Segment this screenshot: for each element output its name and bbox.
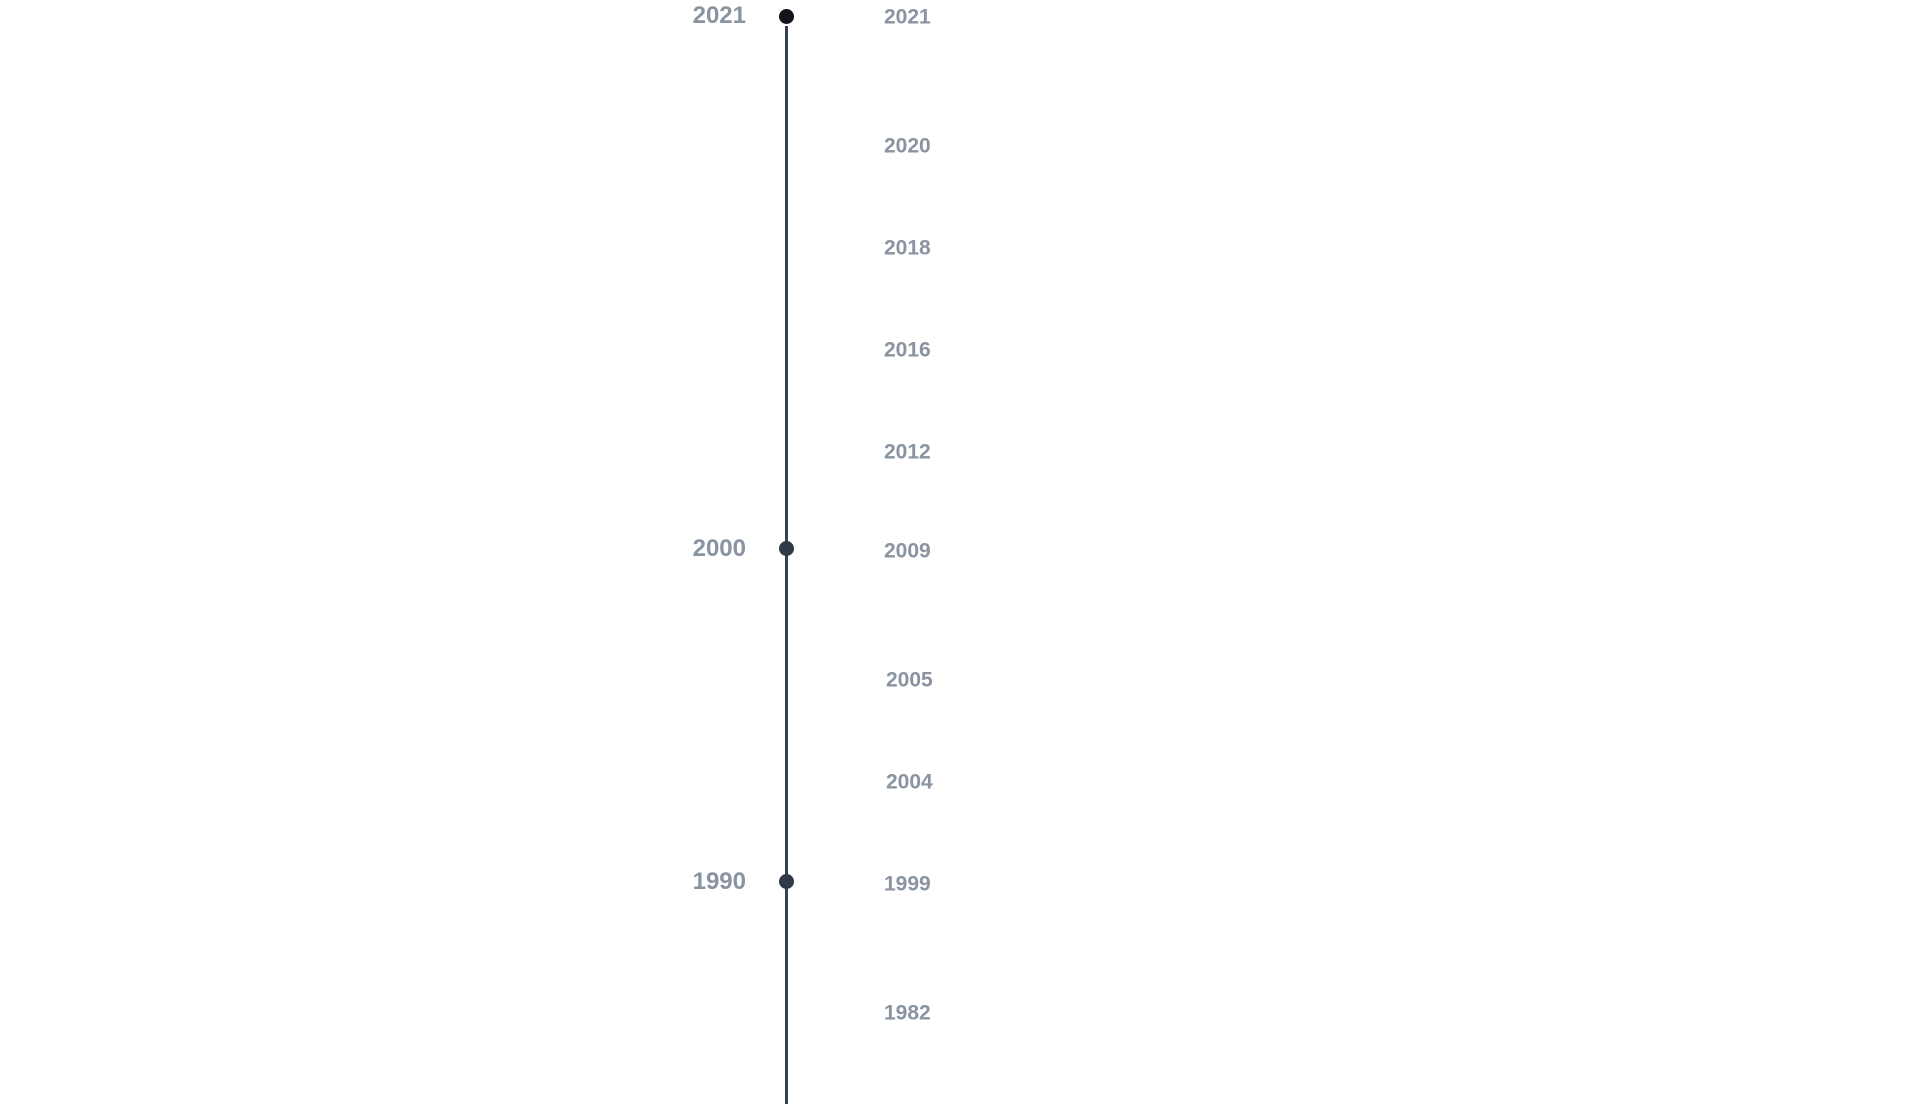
event-label-1999[interactable]: 1999 [884, 872, 931, 896]
event-label-2021[interactable]: 2021 [884, 5, 931, 29]
event-label-1982[interactable]: 1982 [884, 1001, 931, 1025]
event-label-2009[interactable]: 2009 [884, 539, 931, 563]
event-label-2012[interactable]: 2012 [884, 440, 931, 464]
event-label-2004[interactable]: 2004 [886, 770, 933, 794]
milestone-dot-1990[interactable] [779, 874, 794, 889]
event-label-2020[interactable]: 2020 [884, 134, 931, 158]
event-label-2005[interactable]: 2005 [886, 668, 933, 692]
milestone-dot-2021[interactable] [779, 9, 794, 24]
milestone-label-2000: 2000 [692, 535, 746, 562]
milestone-label-2021: 2021 [692, 2, 746, 29]
event-label-2018[interactable]: 2018 [884, 236, 931, 260]
milestone-label-1990: 1990 [692, 868, 746, 895]
timeline-axis-line [785, 26, 788, 1104]
event-label-2016[interactable]: 2016 [884, 338, 931, 362]
milestone-dot-2000[interactable] [779, 541, 794, 556]
